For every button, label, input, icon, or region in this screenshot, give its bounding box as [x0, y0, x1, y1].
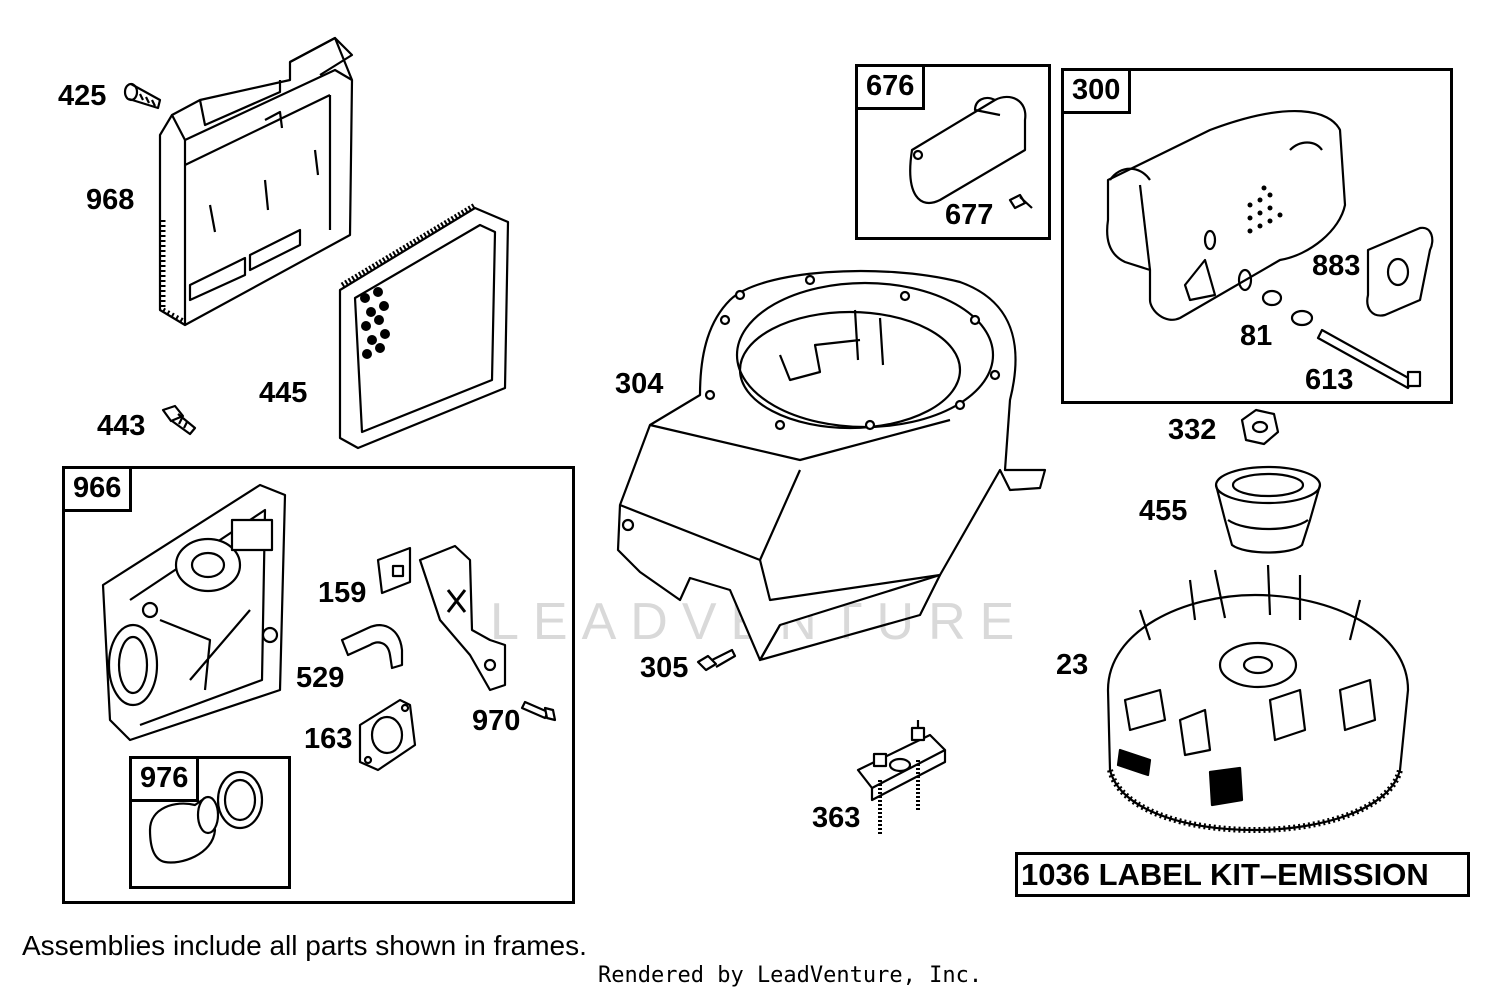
air-cleaner-base-968-icon [158, 36, 354, 327]
frame-label-976: 976 [129, 756, 200, 802]
flywheel-23-icon [1106, 564, 1410, 833]
bracket-363-icon [856, 720, 947, 835]
callout-445: 445 [259, 377, 308, 409]
callout-23: 23 [1056, 649, 1089, 681]
frame-label-676: 676 [855, 64, 926, 110]
callout-363: 363 [812, 802, 861, 834]
callout-332: 332 [1168, 414, 1217, 446]
callout-163: 163 [304, 723, 353, 755]
air-filter-445-icon [338, 202, 510, 450]
frame-300: 300 [1061, 68, 1453, 404]
starter-cup-455-icon [1214, 465, 1322, 554]
screw-425-icon [123, 82, 162, 110]
carburetor-base-966-icon [101, 483, 287, 742]
credit-line: Rendered by LeadVenture, Inc. [598, 963, 983, 988]
muffler-300-icon [1106, 109, 1434, 390]
callout-455: 455 [1139, 495, 1188, 527]
nut-332-icon [1240, 408, 1280, 446]
callout-443: 443 [97, 410, 146, 442]
callout-613: 613 [1305, 364, 1354, 396]
screw-970-icon [520, 700, 557, 722]
screw-443-icon [161, 404, 197, 436]
callout-883: 883 [1312, 250, 1361, 282]
blower-housing-304-icon [616, 269, 1047, 662]
assembly-note: Assemblies include all parts shown in fr… [22, 930, 587, 961]
elbow-529-icon [340, 624, 404, 670]
callout-305: 305 [640, 652, 689, 684]
screw-305-icon [696, 648, 737, 672]
callout-425: 425 [58, 80, 107, 112]
gasket-163-icon [358, 698, 417, 772]
frame-label-300: 300 [1061, 68, 1132, 114]
bracket-159-icon [376, 544, 507, 692]
frame-676: 676 [855, 64, 1051, 240]
callout-529: 529 [296, 662, 345, 694]
callout-81: 81 [1240, 320, 1273, 352]
frame-label-966: 966 [62, 466, 133, 512]
cover-676-icon [909, 95, 1033, 210]
callout-304: 304 [615, 368, 664, 400]
label-kit-emission: 1036 LABEL KIT–EMISSION [1015, 852, 1470, 897]
frame-976: 976 [129, 756, 291, 889]
callout-677: 677 [945, 199, 994, 231]
callout-159: 159 [318, 577, 367, 609]
primer-bulb-976-icon [148, 770, 264, 864]
frame-966: 966 [62, 466, 575, 904]
callout-970: 970 [472, 705, 521, 737]
callout-968: 968 [86, 184, 135, 216]
